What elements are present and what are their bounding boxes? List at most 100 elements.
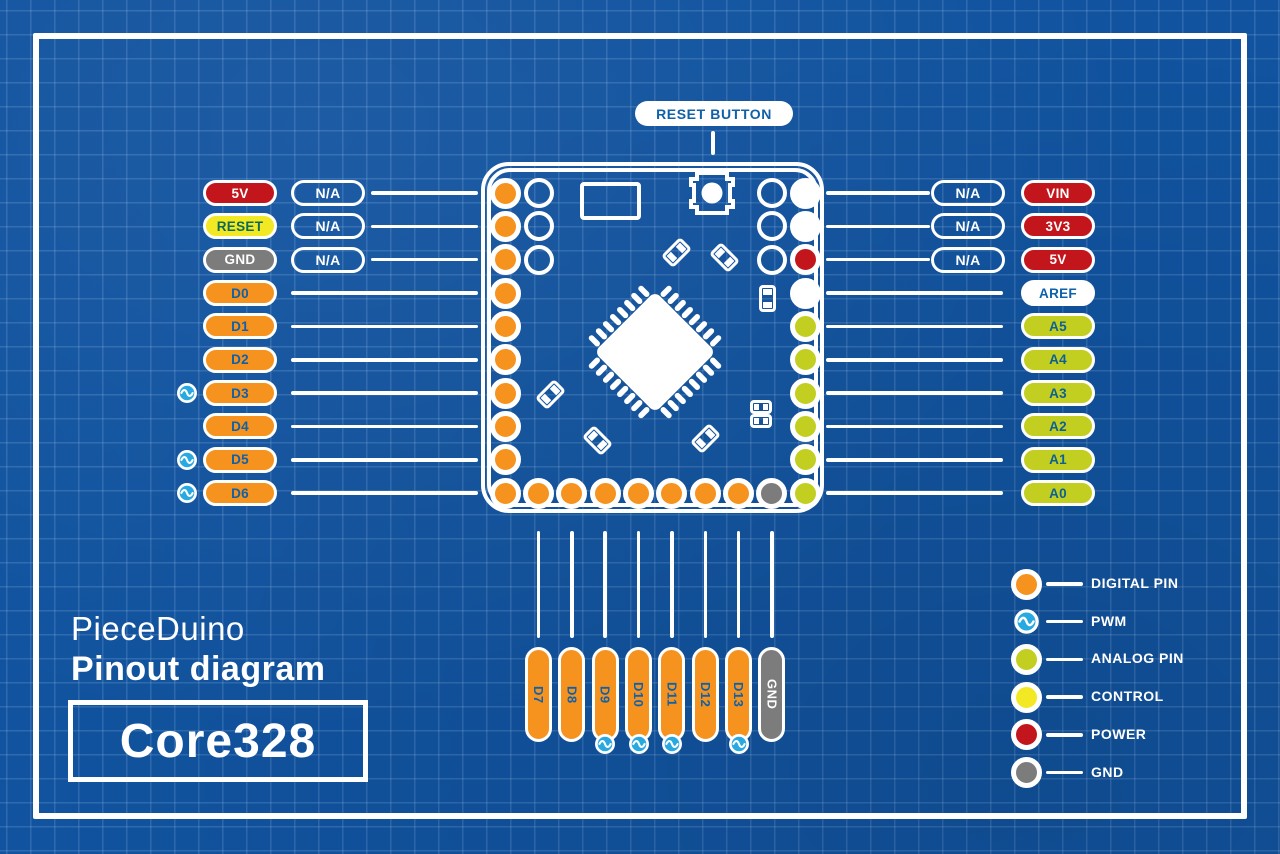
connector-line <box>1046 770 1083 775</box>
connector-line <box>1046 582 1083 586</box>
pin-label-d0: D0 <box>203 280 277 307</box>
outer-frame <box>33 33 1247 819</box>
board-hole <box>756 211 787 242</box>
connector-line <box>291 424 478 429</box>
pin-label-d8: D8 <box>558 647 586 742</box>
connector-line <box>371 257 478 262</box>
connector-line <box>826 191 930 195</box>
connector-line <box>291 291 478 295</box>
connector-line <box>826 224 930 229</box>
connector-line <box>603 531 607 638</box>
crystal-component <box>580 182 641 220</box>
reset-connector-line <box>711 131 715 155</box>
pin-label-gnd: GND <box>203 246 277 273</box>
pin-label-5v: 5V <box>1021 246 1095 273</box>
connector-line <box>826 424 1003 429</box>
connector-line <box>670 531 674 638</box>
smd-component <box>750 400 772 414</box>
pin-label-d1: D1 <box>203 313 277 340</box>
connector-line <box>1046 695 1083 699</box>
board-hole <box>523 211 554 242</box>
pwm-icon <box>1013 608 1040 635</box>
board-pad <box>623 477 655 509</box>
na-label: N/A <box>931 213 1005 240</box>
board-pad <box>489 410 521 442</box>
na-label: N/A <box>291 180 365 206</box>
pwm-icon <box>176 482 198 504</box>
legend-label: PWM <box>1091 612 1127 629</box>
board-pad <box>489 177 521 209</box>
connector-line <box>371 224 478 229</box>
connector-line <box>291 324 478 329</box>
reset-button-icon <box>689 171 735 215</box>
board-pad <box>789 244 821 276</box>
board-hole <box>523 178 554 208</box>
pin-label-3v3: 3V3 <box>1021 213 1095 240</box>
connector-line <box>536 531 541 638</box>
pwm-icon <box>594 733 616 755</box>
microcontroller-chip-icon <box>588 285 722 419</box>
board-pad <box>789 410 821 442</box>
legend-label: GND <box>1091 763 1124 780</box>
connector-line <box>826 491 1003 495</box>
board-hole <box>523 244 554 275</box>
board-pad <box>756 477 788 509</box>
diagram-title: Pinout diagram <box>71 650 326 688</box>
board-pad <box>789 210 821 242</box>
board-pad <box>589 477 621 509</box>
board-pad <box>489 444 521 476</box>
connector-line <box>826 458 1003 462</box>
legend-label: DIGITAL PIN <box>1091 575 1179 591</box>
pin-label-a3: A3 <box>1021 380 1095 407</box>
pin-label-d4: D4 <box>203 413 277 440</box>
pin-label-vin: VIN <box>1021 180 1095 206</box>
connector-line <box>826 391 1003 395</box>
pin-label-a2: A2 <box>1021 413 1095 440</box>
board-pad <box>489 244 521 276</box>
legend-swatch-control <box>1011 681 1042 713</box>
board-pad <box>789 310 821 342</box>
pin-label-a4: A4 <box>1021 346 1095 373</box>
connector-line <box>1046 733 1083 737</box>
pwm-icon <box>661 733 683 755</box>
pwm-icon <box>628 733 650 755</box>
connector-line <box>1046 657 1083 662</box>
board-pad <box>789 377 821 409</box>
legend-label: ANALOG PIN <box>1091 650 1184 667</box>
board-pad <box>523 477 554 509</box>
legend-swatch-analog <box>1011 643 1042 675</box>
pin-label-d3: D3 <box>203 380 277 407</box>
board-hole <box>756 178 787 208</box>
pin-label-a1: A1 <box>1021 446 1095 473</box>
board-pad <box>723 477 755 509</box>
na-label: N/A <box>931 246 1005 273</box>
pwm-icon <box>176 382 198 404</box>
board-hole <box>756 244 787 275</box>
board-pad <box>656 477 688 509</box>
connector-line <box>826 257 930 262</box>
na-label: N/A <box>291 213 365 240</box>
pin-label-d7: D7 <box>525 647 552 742</box>
connector-line <box>826 291 1003 295</box>
connector-line <box>703 531 707 638</box>
board-pad <box>789 477 821 509</box>
pin-label-d10: D10 <box>625 647 653 742</box>
board-pad <box>689 477 721 509</box>
reset-button-label: RESET BUTTON <box>635 101 793 126</box>
connector-line <box>736 531 741 638</box>
model-name-box: Core328 <box>68 700 368 782</box>
pwm-icon <box>176 449 198 471</box>
connector-line <box>291 458 478 462</box>
pwm-icon <box>728 733 750 755</box>
pin-label-aref: AREF <box>1021 280 1095 307</box>
connector-line <box>826 324 1003 329</box>
pin-label-d9: D9 <box>591 647 619 742</box>
pin-label-a5: A5 <box>1021 313 1095 340</box>
legend-swatch-power <box>1011 719 1042 751</box>
legend-swatch-gnd <box>1011 757 1042 788</box>
board-pad <box>789 177 821 209</box>
connector-line <box>826 358 1003 362</box>
board-pad <box>489 377 521 409</box>
connector-line <box>1046 619 1083 624</box>
smd-component <box>750 414 772 428</box>
